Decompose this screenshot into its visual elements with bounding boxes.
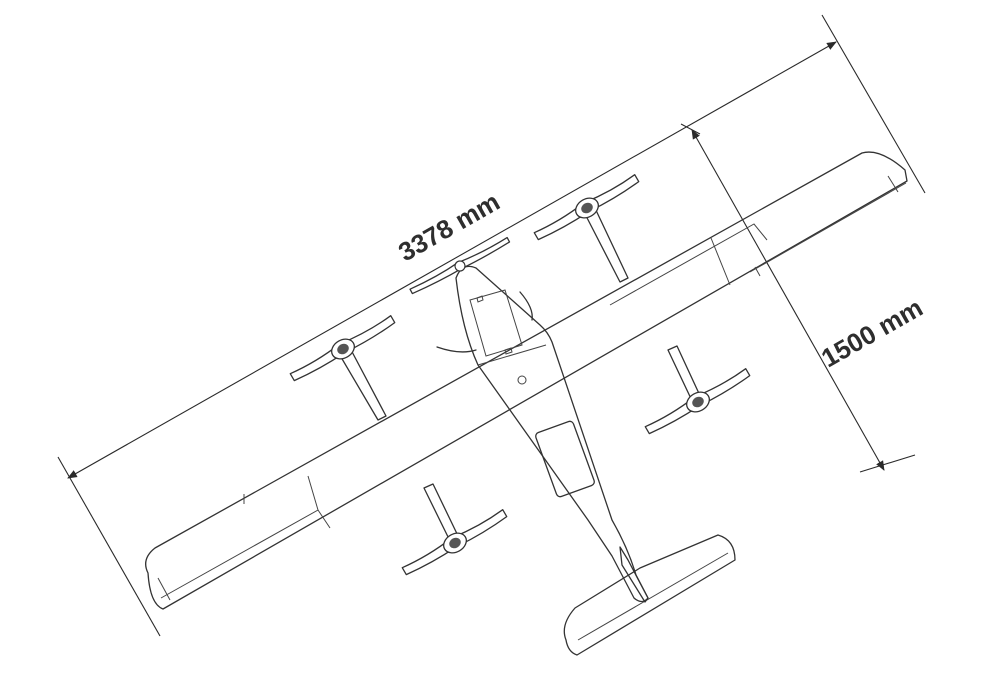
- rotor-boom-front-right: [531, 170, 643, 283]
- rotor-boom-front-left: [287, 311, 399, 421]
- aircraft: [145, 151, 908, 656]
- rotor-boom-rear-left: [399, 483, 511, 581]
- rotor-boom-rear-right: [642, 345, 754, 440]
- fuselage: [455, 265, 649, 603]
- length-label: 1500 mm: [816, 292, 928, 373]
- wingspan-dimension: 3378 mm: [57, 14, 926, 637]
- horizontal-stabilizer: [563, 534, 736, 656]
- length-dimension: 1500 mm: [680, 123, 928, 473]
- main-wing: [145, 151, 908, 610]
- nose-propeller: [409, 236, 511, 295]
- vertical-stabilizer: [619, 546, 649, 603]
